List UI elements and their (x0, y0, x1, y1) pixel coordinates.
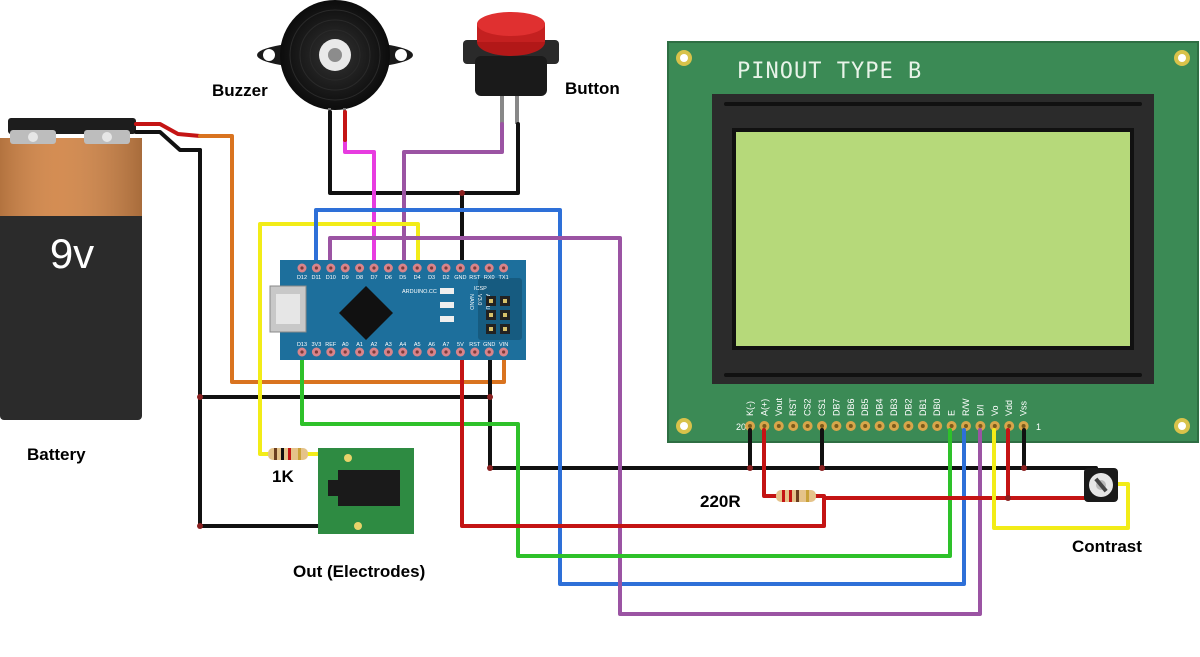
wire-red-5v (460, 344, 1090, 528)
nano-pin-label: A4 (399, 342, 406, 348)
battery-black-lead (134, 130, 202, 152)
wire-black-top (328, 122, 520, 195)
wire-black-gnd (198, 354, 492, 399)
nano-pin-label: A1 (356, 342, 363, 348)
nano-pin-label: REF (325, 342, 337, 348)
nano-pin-label: D11 (312, 275, 322, 281)
lcd-pin-label: CS1 (817, 398, 827, 416)
arduino-nano: ARDUINO.CC ICSP NANO V3.0 ARDUINO D12 D11… (269, 260, 526, 360)
lcd-pin-label: Vdd (1004, 400, 1014, 416)
nano-pin-label: RST (469, 342, 481, 348)
nano-pin-label: D5 (399, 275, 406, 281)
nano-pin-label: D4 (414, 275, 421, 281)
lcd-pin-label: D/I (975, 404, 985, 416)
nano-version: V3.0 (476, 294, 482, 305)
battery-label: Battery (27, 445, 86, 464)
nano-pin-label: VIN (499, 342, 508, 348)
lcd-pin-label: Vo (990, 405, 1000, 416)
nano-pin-label: D10 (326, 275, 336, 281)
contrast-potentiometer (1084, 468, 1118, 502)
contrast-label: Contrast (1072, 537, 1142, 556)
lcd-pin-label: DB4 (875, 398, 885, 416)
lcd-pin-label: DB5 (860, 398, 870, 416)
nano-pin-label: GND (454, 275, 466, 281)
nano-pin-label: D8 (356, 275, 363, 281)
lcd-pin-label: DB0 (932, 398, 942, 416)
wire-blue (314, 208, 966, 586)
nano-maker: ARDUINO (484, 294, 490, 320)
nano-pin-label: A0 (342, 342, 349, 348)
nano-pin-label: A3 (385, 342, 392, 348)
battery-voltage-label: 9v (50, 230, 94, 277)
resistor-220r-label: 220R (700, 492, 741, 511)
lcd-pin-last: 1 (1036, 422, 1041, 432)
nano-pin-label: GND (483, 342, 495, 348)
nano-pin-label: D13 (297, 342, 307, 348)
nano-pin-label: D3 (428, 275, 435, 281)
resistor-1k-label: 1K (272, 467, 294, 486)
buzzer-label: Buzzer (212, 81, 268, 100)
wire-yellow-contrast (992, 428, 1130, 530)
lcd-module: PINOUT TYPE B 20 1 K(-) A(+) Vout RST CS2 CS1… (667, 41, 1199, 443)
wire-magenta (343, 138, 376, 270)
nano-pin-label: RX0 (484, 275, 495, 281)
lcd-pin-label: RST (788, 397, 798, 416)
lcd-pin-label: DB7 (831, 398, 841, 416)
buzzer (257, 0, 413, 140)
nano-pin-label: D12 (297, 275, 307, 281)
wire-green (300, 344, 952, 558)
nano-pin-label: 5V (457, 342, 464, 348)
resistor-1k (268, 448, 308, 460)
nano-pin-label: RST (469, 275, 481, 281)
lcd-pin-label: K(-) (745, 401, 755, 416)
lcd-pin-label: E (947, 410, 957, 416)
icsp-header (486, 296, 510, 334)
out-label: Out (Electrodes) (293, 562, 425, 581)
audio-jack (318, 448, 414, 534)
lcd-pin-label: DB2 (903, 398, 913, 416)
nano-pin-label: 3V3 (312, 342, 322, 348)
lcd-pin-label: Vout (774, 397, 784, 416)
lcd-title: PINOUT TYPE B (737, 59, 922, 84)
lcd-pin-label: Vss (1019, 400, 1029, 416)
lcd-pin-label: R/W (961, 398, 971, 416)
lcd-pin-label: DB3 (889, 398, 899, 416)
lcd-pin-header: K(-) A(+) Vout RST CS2 CS1 DB7 DB6 DB5 DB4 DB3 DB2 D… (745, 397, 1029, 431)
battery-9v: 9v (0, 118, 142, 420)
nano-pin-label: D9 (342, 275, 349, 281)
junction-dots (197, 190, 1027, 529)
nano-pin-label: A2 (371, 342, 378, 348)
button-label: Button (565, 79, 620, 98)
nano-pin-label: D2 (442, 275, 449, 281)
lcd-pin-label: CS2 (803, 398, 813, 416)
nano-pin-label: A5 (414, 342, 421, 348)
wire-orange (198, 134, 506, 384)
nano-header-label: ICSP (474, 286, 487, 292)
nano-pin-label: D6 (385, 275, 392, 281)
lcd-pin-label: A(+) (759, 399, 769, 416)
nano-pin-label: A7 (443, 342, 450, 348)
push-button (463, 12, 559, 124)
nano-model: NANO (468, 294, 474, 311)
nano-brand: ARDUINO.CC (402, 289, 437, 295)
lcd-pin-first: 20 (736, 422, 746, 432)
nano-pin-label: A6 (428, 342, 435, 348)
battery-red-lead (134, 122, 202, 138)
lcd-pin-label: DB1 (918, 398, 928, 416)
nano-pin-label: TX1 (499, 275, 509, 281)
resistor-220r (776, 490, 816, 502)
lcd-pin-label: DB6 (846, 398, 856, 416)
nano-pin-label: D7 (370, 275, 377, 281)
wire-purple-lcd (328, 236, 982, 616)
